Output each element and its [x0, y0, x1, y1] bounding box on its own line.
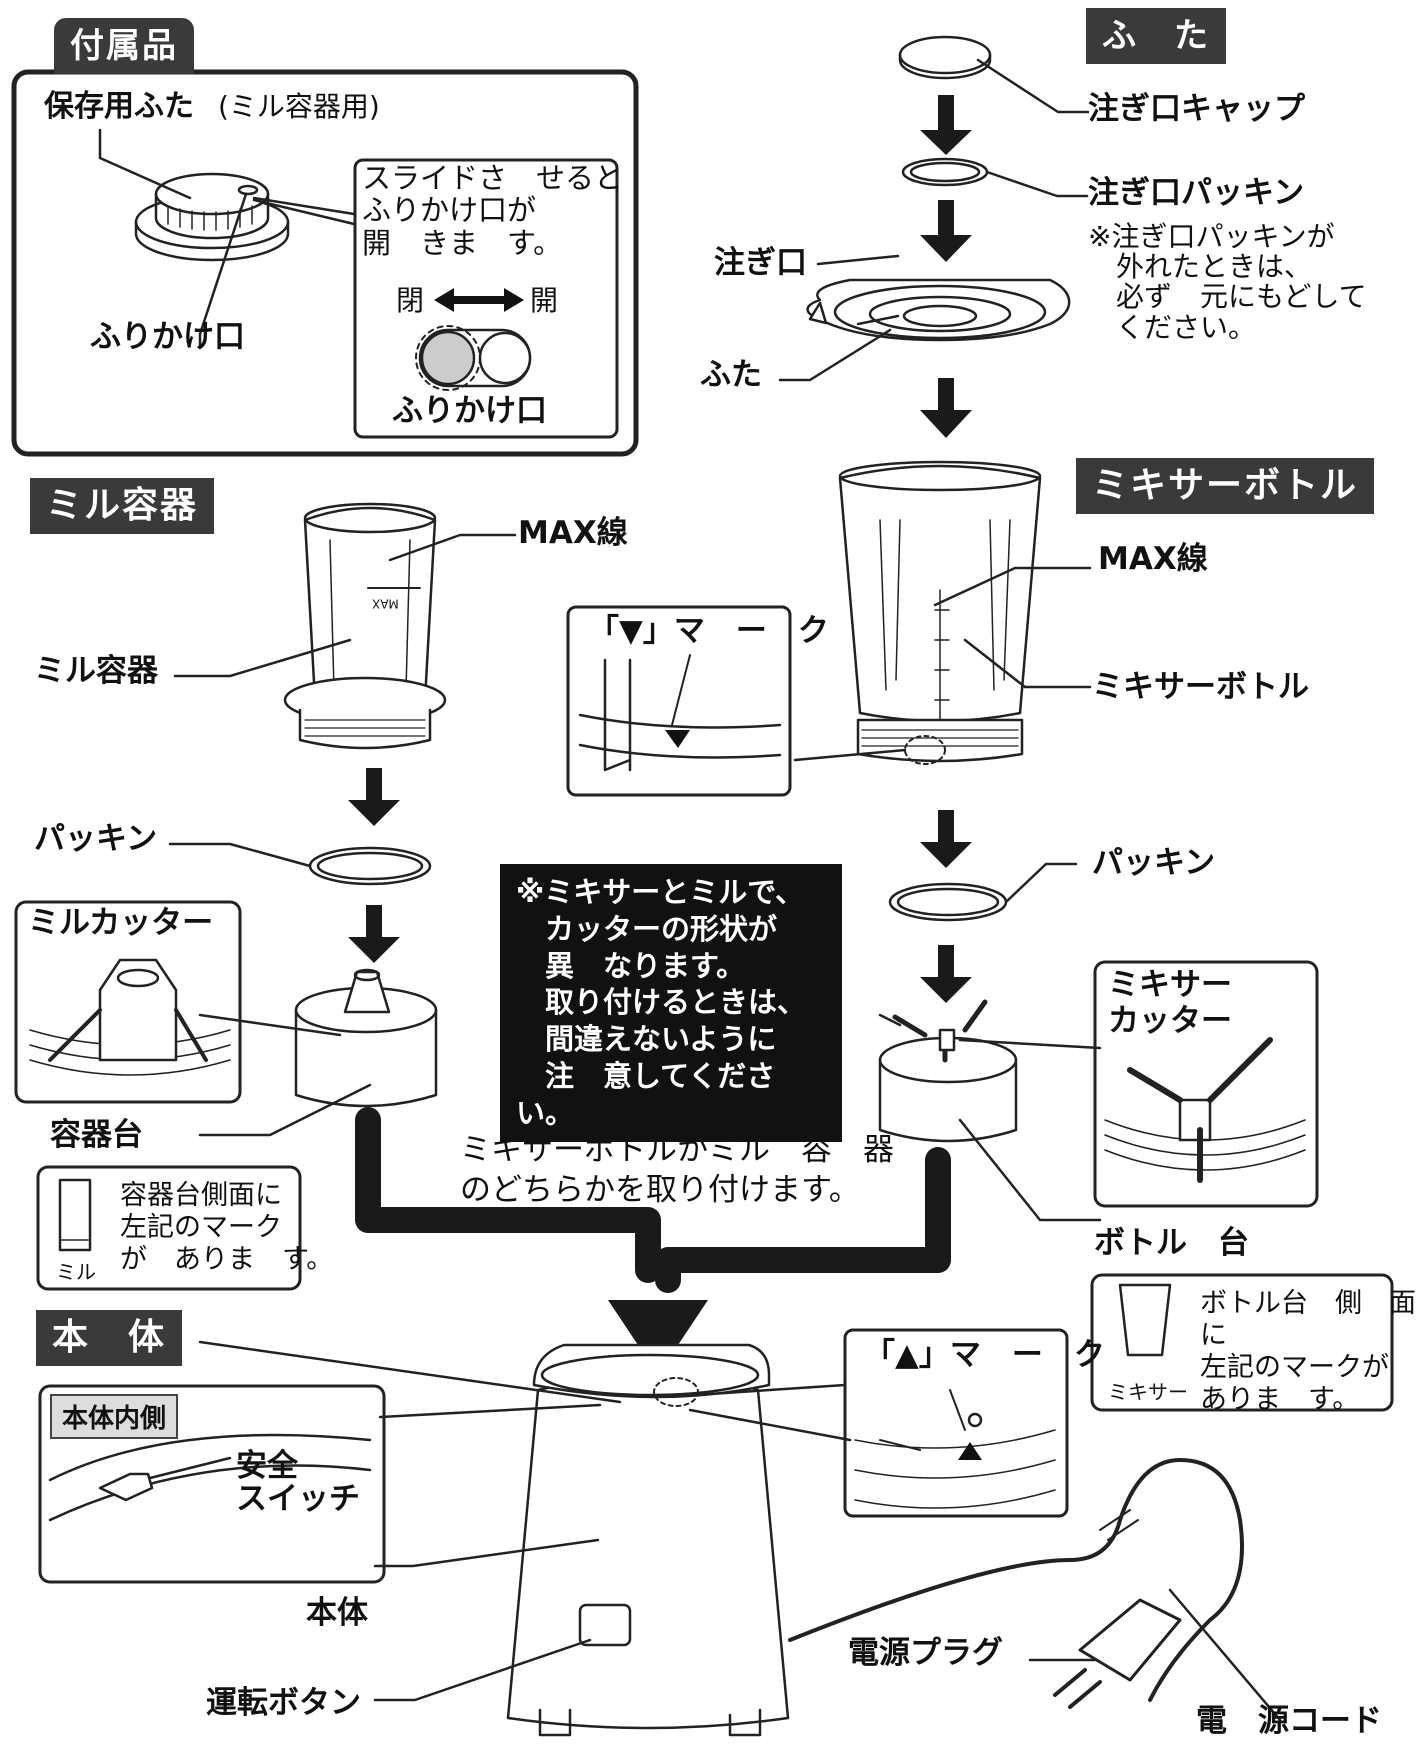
power-cord-drawing: [788, 1458, 1282, 1722]
spout-packing-note: ※注ぎ口パッキンが 外れたときは、 必ず 元にもどして ください。: [1088, 220, 1367, 344]
body-label: 本体: [306, 1595, 368, 1631]
mill-container-label: ミル容器: [34, 653, 158, 689]
spout-cap-label: 注ぎ口キャップ: [1088, 91, 1305, 127]
accessories-tag: 付属品: [54, 18, 194, 74]
closed-label: 閉: [396, 284, 425, 317]
bottle-base-mark-caption: ミキサー: [1108, 1380, 1188, 1404]
mill-base-drawing: [198, 968, 438, 1137]
attach-instruction: ミキサーボトルかミル 容 器 のどちらかを取り付けます。: [460, 1132, 894, 1209]
mill-base-mark-text: 容器台側面に 左記のマーク が ありま す。: [120, 1180, 334, 1275]
mill-cutter-inset: [14, 900, 242, 1104]
cutter-caution-box: ※ミキサーとミルで、 カッターの形状が 異 なります。 取り付けるときは、 間違…: [500, 864, 842, 1142]
slide-instruction: スライドさ せると ふりかけ口が 開 きま す。: [362, 161, 624, 260]
run-button-label: 運転ボタン: [206, 1685, 361, 1721]
mixer-bottle-tag: ミキサーボトル: [1076, 458, 1375, 514]
down-mark-inset: [566, 605, 792, 797]
mill-container-drawing: [173, 502, 517, 750]
sprinkle-port-inner-label: ふりかけ口: [392, 393, 547, 429]
power-cord-label: 電 源コード: [1196, 1703, 1382, 1739]
spout-packing-label: 注ぎ口パッキン: [1088, 175, 1305, 211]
power-plug-label: 電源プラグ: [848, 1635, 1003, 1671]
sprinkle-port-label: ふりかけ口: [90, 319, 245, 355]
mill-max-mark: MAX: [372, 596, 399, 611]
down-mark-label: 「▼」マ ー ク: [588, 613, 829, 649]
up-mark-inset: [843, 1328, 1069, 1518]
open-label: 開: [530, 284, 559, 317]
body-tag: 本 体: [36, 1310, 183, 1366]
storage-lid-drawing: [134, 172, 290, 262]
up-mark-label: 「▲」マ ー ク: [864, 1337, 1105, 1373]
mill-base-label: 容器台: [50, 1117, 143, 1153]
mill-tag: ミル容器: [30, 478, 215, 534]
body-inside-tag: 本体内側: [50, 1394, 179, 1439]
mixer-bottle-drawing: [793, 460, 1092, 765]
body-inside-inset: [38, 1384, 386, 1584]
mixer-cutter-label: ミキサー カッター: [1108, 967, 1232, 1039]
safety-switch-label: 安全 スイッチ: [236, 1448, 360, 1518]
mill-base-mark-caption: ミル: [56, 1260, 96, 1284]
lid-tag: ふ た: [1086, 8, 1226, 64]
bottle-base-mark-text: ボトル台 側 面に 左記のマークが ありま す。: [1200, 1288, 1416, 1415]
bottle-max-line-label: MAX線: [1098, 541, 1208, 577]
lid-label: ふた: [700, 357, 762, 393]
storage-lid-label: 保存用ふた: [44, 89, 194, 124]
accessories-panel: [11, 69, 639, 457]
main-body-drawing: [198, 1340, 852, 1737]
mixer-cutter-inset: [1093, 960, 1319, 1208]
mill-packing-label: パッキン: [34, 821, 158, 857]
mixer-base-drawing: [878, 999, 1102, 1222]
slide-toggle-drawing: [415, 325, 532, 391]
bottle-base-label: ボトル 台: [1094, 1225, 1249, 1261]
storage-lid-note: (ミル容器用): [218, 90, 380, 123]
bottle-label: ミキサーボトル: [1092, 669, 1309, 705]
mill-max-line-label: MAX線: [518, 515, 628, 551]
mill-mark-inset: [36, 1165, 302, 1291]
mill-cutter-label: ミルカッター: [28, 905, 214, 941]
mixer-mark-inset: [1090, 1273, 1394, 1412]
flow-arrows: [348, 95, 972, 1003]
bottle-packing-label: パッキン: [1092, 845, 1216, 881]
spout-label: 注ぎ口: [714, 245, 807, 281]
lid-drawing: [778, 35, 1090, 382]
open-close-arrow: [434, 288, 524, 312]
assembly-arrows: [355, 1107, 951, 1293]
